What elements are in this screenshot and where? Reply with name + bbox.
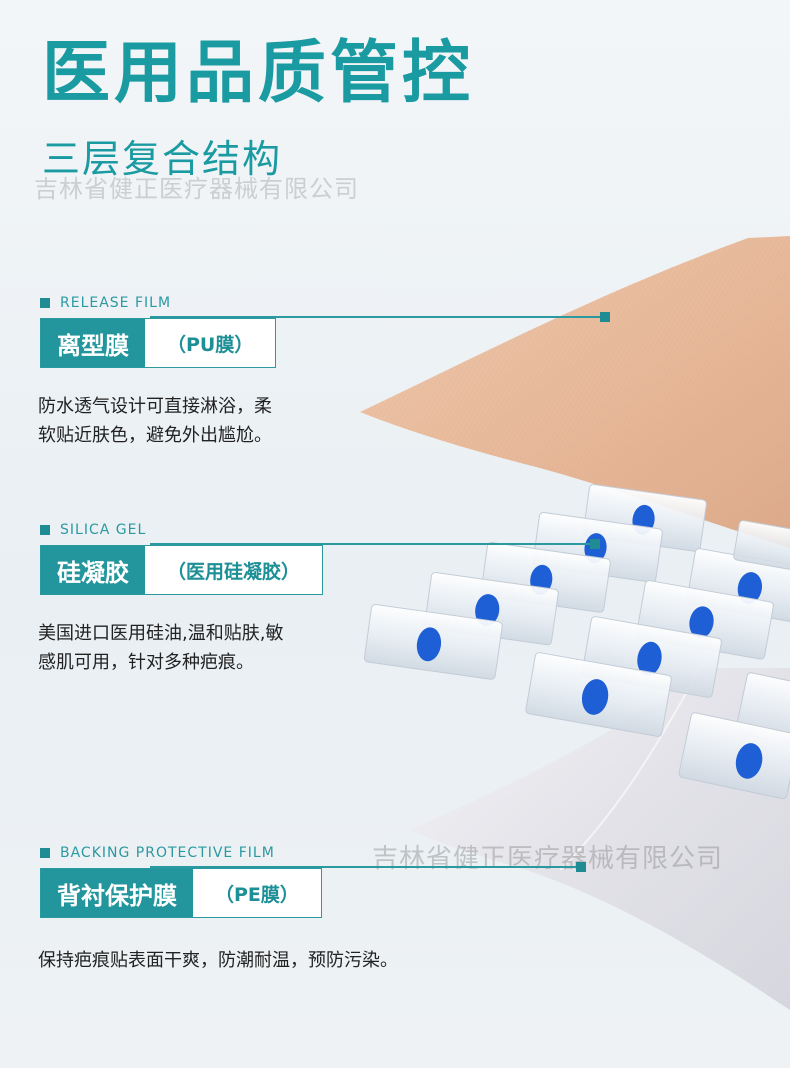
square-bullet-icon <box>40 848 50 858</box>
pointer-line <box>150 866 580 868</box>
watermark-top: 吉林省健正医疗器械有限公司 <box>34 175 359 203</box>
section-en-label: SILICA GEL <box>60 522 147 538</box>
pointer-line <box>150 316 606 318</box>
section-release-film-label: 离型膜 （PU膜） <box>40 318 277 368</box>
section-en-label: RELEASE FILM <box>60 295 172 311</box>
watermark-bottom: 吉林省健正医疗器械有限公司 <box>372 844 724 874</box>
desc-line: 软贴近肤色，避免外出尴尬。 <box>38 425 272 446</box>
silica-gel-cubes <box>363 484 790 800</box>
square-bullet-icon <box>40 525 50 535</box>
section-release-film-en: RELEASE FILM <box>40 296 171 310</box>
pointer-line <box>150 543 594 545</box>
desc-line: 美国进口医用硅油,温和贴肤,敏 <box>38 623 284 644</box>
square-bullet-icon <box>40 298 50 308</box>
section-backing-film-desc: 保持疤痕贴表面干爽，防潮耐温，预防污染。 <box>38 946 398 975</box>
section-en-label: BACKING PROTECTIVE FILM <box>60 845 275 861</box>
section-silica-gel-en: SILICA GEL <box>40 523 146 537</box>
layer-name: 离型膜 <box>41 319 145 367</box>
section-silica-gel-desc: 美国进口医用硅油,温和贴肤,敏 感肌可用，针对多种疤痕。 <box>38 619 283 677</box>
section-release-film-desc: 防水透气设计可直接淋浴，柔 软贴近肤色，避免外出尴尬。 <box>38 392 272 450</box>
section-backing-film-label: 背衬保护膜 （PE膜） <box>40 868 322 918</box>
layer-material: （PU膜） <box>167 333 254 356</box>
pointer-dot <box>600 312 610 322</box>
section-silica-gel-label: 硅凝胶 （医用硅凝胶） <box>40 545 324 595</box>
desc-line: 防水透气设计可直接淋浴，柔 <box>38 396 272 417</box>
pointer-dot <box>576 862 586 872</box>
layer-material: （PE膜） <box>215 883 299 906</box>
layer-name: 硅凝胶 <box>41 546 145 594</box>
layer-name: 背衬保护膜 <box>41 869 193 917</box>
desc-line: 保持疤痕贴表面干爽，防潮耐温，预防污染。 <box>38 950 398 971</box>
page-subtitle: 三层复合结构 <box>42 137 283 181</box>
desc-line: 感肌可用，针对多种疤痕。 <box>38 652 254 673</box>
layer-material: （医用硅凝胶） <box>167 560 301 583</box>
pointer-dot <box>590 539 600 549</box>
page-title: 医用品质管控 <box>42 34 475 113</box>
section-backing-film-en: BACKING PROTECTIVE FILM <box>40 846 275 860</box>
